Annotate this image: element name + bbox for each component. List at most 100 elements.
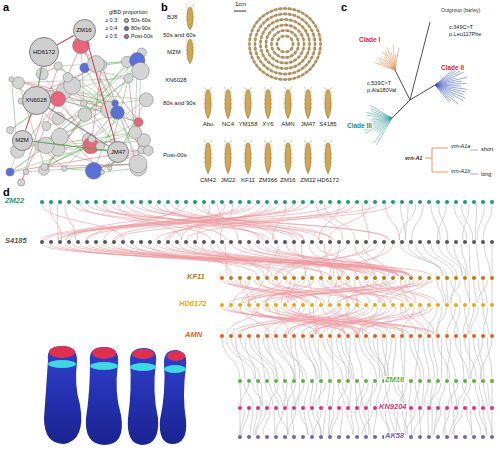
figure-art <box>328 171 329 174</box>
genome-dot <box>328 334 332 338</box>
figure-art <box>441 338 442 379</box>
genome-dot <box>463 303 467 307</box>
figure-art <box>46 60 137 145</box>
figure-art <box>289 37 293 42</box>
genome-dot <box>211 200 215 204</box>
genome-dot <box>409 334 413 338</box>
figure-art <box>205 143 211 173</box>
figure-art <box>274 25 279 29</box>
figure-art <box>431 244 457 276</box>
genome-dot <box>292 406 296 410</box>
genome-dot <box>490 379 494 383</box>
genome-dot <box>310 379 314 383</box>
genome-dot <box>103 240 107 244</box>
figure-art <box>270 42 272 46</box>
figure-art <box>400 307 415 334</box>
figure-art <box>355 280 357 303</box>
figure-art <box>296 383 304 406</box>
genome-dot <box>94 200 98 204</box>
genome-dot <box>463 334 467 338</box>
figure-art <box>469 307 474 334</box>
figure-art <box>439 244 463 276</box>
genome-dot <box>337 435 341 439</box>
ibd-link <box>25 114 31 130</box>
figure-art <box>471 307 479 334</box>
figure-art <box>36 68 48 80</box>
genome-dot <box>391 303 395 307</box>
genome-dot <box>202 200 206 204</box>
figure-art <box>286 410 287 435</box>
figure-art <box>316 55 320 60</box>
figure-art <box>304 14 309 18</box>
genome-dot <box>220 334 224 338</box>
text-label: HD6172 <box>178 300 208 308</box>
genome-dot <box>454 200 458 204</box>
genome-dot <box>247 276 251 280</box>
figure-art <box>316 28 320 33</box>
genome-dot <box>373 303 377 307</box>
threshold-label: ≥ 0.4 <box>104 25 118 31</box>
genome-dot <box>283 379 287 383</box>
figure-art <box>270 21 275 25</box>
figure-art <box>308 117 309 119</box>
cultivar-node: HD6172 <box>29 37 59 67</box>
genome-dot <box>220 303 224 307</box>
figure-art <box>279 18 283 21</box>
genome-dot <box>418 334 422 338</box>
figure-art <box>311 20 315 25</box>
ibd-link <box>38 67 41 86</box>
figure-art <box>111 106 125 120</box>
genome-dot <box>355 379 359 383</box>
figure-art <box>307 59 311 64</box>
figure-art <box>296 37 300 42</box>
figure-art <box>314 59 318 64</box>
figure-art <box>270 46 274 51</box>
figure-art <box>249 338 274 379</box>
legend-title: gIBD proportion <box>108 9 149 15</box>
figure-art <box>370 118 392 120</box>
genome-dot <box>292 334 296 338</box>
figure-art <box>286 307 425 334</box>
figure-art <box>42 74 91 146</box>
genome-dot <box>319 200 323 204</box>
figure-art <box>132 62 150 80</box>
text-label: Clade II <box>440 64 465 71</box>
genome-dot <box>481 240 485 244</box>
figure-art <box>492 383 493 406</box>
figure-art <box>479 383 483 406</box>
figure-art <box>465 280 470 303</box>
figure-art <box>272 204 286 240</box>
genome-dot <box>472 276 476 280</box>
figure-art <box>307 46 310 51</box>
figure-art <box>313 37 316 42</box>
text-label: YM158 <box>237 121 258 128</box>
figure-art <box>274 59 279 63</box>
figure-art <box>283 78 287 80</box>
figure-art <box>374 410 377 435</box>
genome-dot <box>400 200 404 204</box>
genome-dot <box>409 406 413 410</box>
figure-art <box>267 23 272 28</box>
genome-dot <box>58 240 62 244</box>
figure-art <box>434 410 436 435</box>
figure-art <box>256 244 407 276</box>
genome-dot <box>454 240 458 244</box>
genome-dot <box>355 240 359 244</box>
figure-art <box>312 51 316 56</box>
figure-art <box>410 85 435 100</box>
figure-art <box>85 162 102 179</box>
genome-dot <box>427 200 431 204</box>
figure-art <box>330 244 340 276</box>
figure-art <box>475 410 481 435</box>
figure-art <box>129 126 142 139</box>
genome-dot <box>121 200 125 204</box>
figure-art <box>261 53 265 58</box>
figure-art <box>393 45 395 70</box>
figure-art <box>357 383 364 406</box>
figure-art <box>254 42 256 46</box>
figure-art <box>236 338 245 379</box>
figure-art <box>236 307 345 334</box>
figure-art <box>240 307 269 334</box>
genome-dot <box>283 334 287 338</box>
genome-dot <box>328 435 332 439</box>
